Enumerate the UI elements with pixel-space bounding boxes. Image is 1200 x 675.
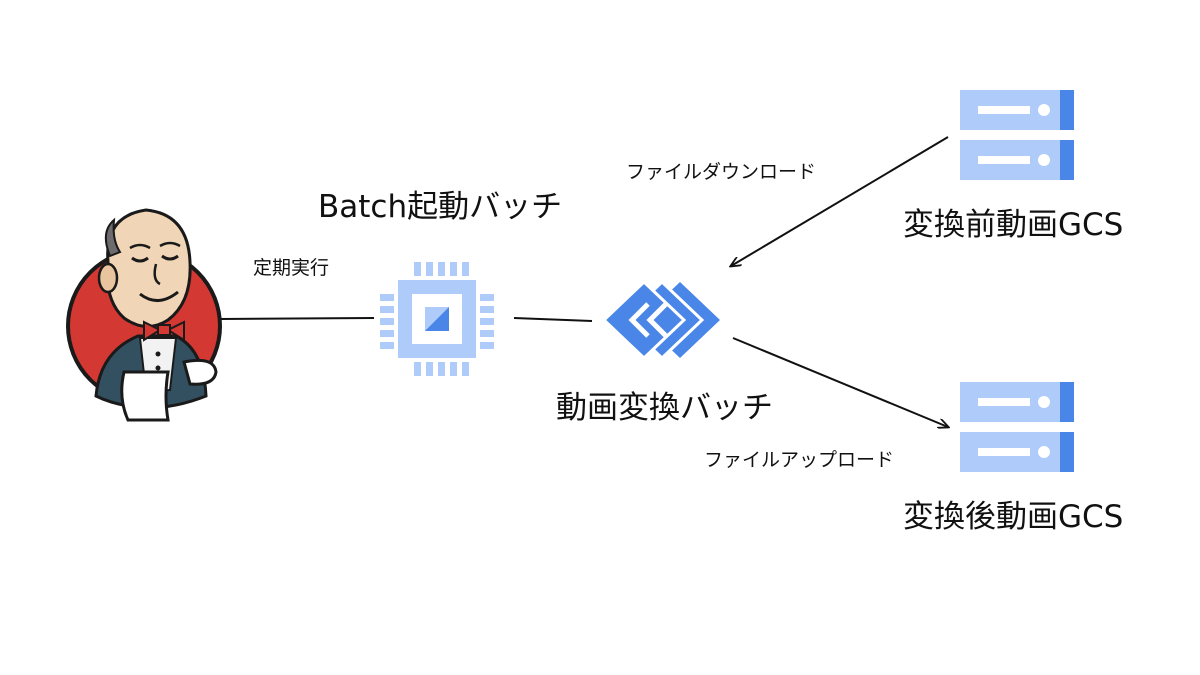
download-edge-label: ファイルダウンロード	[626, 163, 816, 182]
upload-edge-label: ファイルアップロード	[704, 451, 894, 470]
launch-connector	[514, 318, 592, 321]
source-gcs-label: 変換前動画GCS	[903, 210, 1123, 241]
schedule-edge-label: 定期実行	[253, 259, 329, 278]
converter-label: 動画変換バッチ	[556, 393, 773, 424]
jenkins-butler-logo	[68, 210, 220, 420]
output-storage-icon	[960, 382, 1074, 472]
compute-chip-icon	[380, 262, 494, 376]
batch-launcher-label: Batch起動バッチ	[318, 192, 562, 223]
schedule-connector	[220, 318, 374, 319]
output-gcs-label: 変換後動画GCS	[903, 502, 1123, 533]
source-storage-icon	[960, 90, 1074, 180]
download-arrow	[731, 137, 948, 266]
dataflow-chevron-icon	[604, 282, 720, 358]
